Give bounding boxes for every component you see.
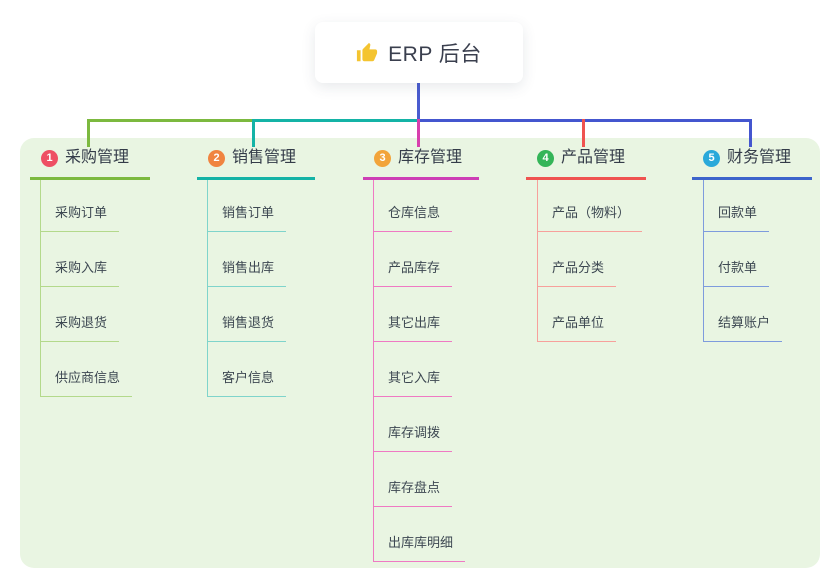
branch-1-drop-line <box>87 119 90 147</box>
child-node[interactable]: 回款单 <box>703 203 770 232</box>
branch-5-label: 财务管理 <box>727 149 792 166</box>
branch-2-badge: 2 <box>208 149 225 167</box>
branch-node-finance[interactable]: 5 财务管理 <box>692 147 812 180</box>
branch-node-inventory[interactable]: 3 库存管理 <box>363 147 479 180</box>
child-node[interactable]: 销售出库 <box>207 258 287 287</box>
child-node[interactable]: 销售退货 <box>207 313 287 342</box>
branch-3-label: 库存管理 <box>398 149 463 166</box>
child-node[interactable]: 采购入库 <box>40 258 120 287</box>
branch-5-child-line <box>703 180 704 341</box>
branches-panel <box>20 138 820 568</box>
thumbs-up-icon <box>357 42 378 61</box>
child-node[interactable]: 其它出库 <box>373 313 453 342</box>
branch-4-badge: 4 <box>537 149 554 167</box>
child-node[interactable]: 采购退货 <box>40 313 120 342</box>
branch-1-child-line <box>40 180 41 396</box>
child-node[interactable]: 产品分类 <box>537 258 617 287</box>
child-node[interactable]: 销售订单 <box>207 203 287 232</box>
branch-node-purchase[interactable]: 1 采购管理 <box>30 147 150 180</box>
child-node[interactable]: 产品（物料） <box>537 203 643 232</box>
root-node[interactable]: ERP 后台 <box>315 22 523 83</box>
child-node[interactable]: 产品单位 <box>537 313 617 342</box>
branch-node-product[interactable]: 4 产品管理 <box>526 147 646 180</box>
root-node-label: ERP 后台 <box>388 42 482 66</box>
child-node[interactable]: 产品库存 <box>373 258 453 287</box>
branch-2-drop-line <box>252 119 255 147</box>
root-connector-line <box>417 83 420 120</box>
child-node[interactable]: 付款单 <box>703 258 770 287</box>
branch-1-badge: 1 <box>41 149 58 167</box>
branch-3-child-line <box>373 180 374 561</box>
child-node[interactable]: 客户信息 <box>207 368 287 397</box>
child-node[interactable]: 采购订单 <box>40 203 120 232</box>
bus-segment-teal <box>252 119 419 122</box>
branch-4-child-line <box>537 180 538 341</box>
branch-4-drop-line <box>582 119 585 147</box>
branch-3-badge: 3 <box>374 149 391 167</box>
branch-1-label: 采购管理 <box>65 149 130 166</box>
branch-5-drop-line <box>749 119 752 147</box>
branch-3-drop-line <box>417 119 420 147</box>
bus-segment-green <box>87 119 253 122</box>
branch-node-sales[interactable]: 2 销售管理 <box>197 147 315 180</box>
child-node[interactable]: 仓库信息 <box>373 203 453 232</box>
child-node[interactable]: 供应商信息 <box>40 368 133 397</box>
branch-2-child-line <box>207 180 208 396</box>
child-node[interactable]: 库存盘点 <box>373 478 453 507</box>
child-node[interactable]: 结算账户 <box>703 313 783 342</box>
branch-2-label: 销售管理 <box>232 149 297 166</box>
child-node[interactable]: 其它入库 <box>373 368 453 397</box>
branch-5-badge: 5 <box>703 149 720 167</box>
child-node[interactable]: 库存调拨 <box>373 423 453 452</box>
branch-4-label: 产品管理 <box>561 149 626 166</box>
child-node[interactable]: 出库库明细 <box>373 533 466 562</box>
